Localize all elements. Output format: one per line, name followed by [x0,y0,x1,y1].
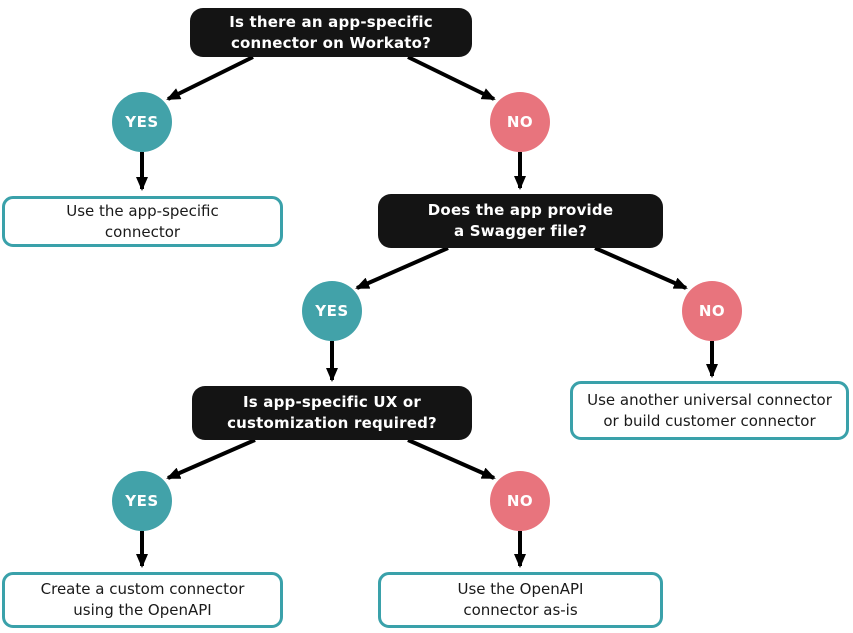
outcome-text-line: connector [104,222,181,241]
branch-yes-1: YES [112,92,172,152]
branch-label: NO [506,113,534,131]
decision-node-swagger-file: Does the app provide a Swagger file? [378,194,663,248]
branch-yes-2: YES [302,281,362,341]
branch-label: YES [125,492,159,510]
outcome-text-line: connector as-is [463,601,578,619]
arrow-q3-yes [166,438,256,480]
branch-label: NO [698,302,726,320]
branch-no-1: NO [490,92,550,152]
decision-text-line: a Swagger file? [453,222,588,240]
arrow-q2-no [594,246,688,290]
branch-label: NO [506,492,534,510]
branch-yes-3: YES [112,471,172,531]
decision-text-line: Is there an app-specific [229,12,433,31]
arrow-q1-yes [166,55,254,101]
decision-text-line: Does the app provide [427,201,614,219]
branch-label: YES [315,302,349,320]
outcome-text-line: Use the app-specific [66,201,219,220]
decision-text-line: Is app-specific UX or [242,393,422,411]
branch-no-3: NO [490,471,550,531]
decision-node-ux-customization: Is app-specific UX or customization requ… [192,386,472,440]
branch-label: YES [125,113,159,131]
outcome-text-line: or build customer connector [603,411,816,430]
outcome-text-line: Create a custom connector [40,580,245,598]
arrow-q1-no [407,55,496,101]
outcome-text-line: using the OpenAPI [73,601,212,619]
decision-node-app-specific-connector: Is there an app-specific connector on Wo… [190,8,472,57]
outcome-node-create-custom-connector: Create a custom connector using the Open… [2,572,283,628]
arrow-q3-no [407,438,496,480]
branch-no-2: NO [682,281,742,341]
outcome-node-universal-or-customer-connector: Use another universal connector or build… [570,381,849,440]
outcome-text-line: Use another universal connector [587,390,832,409]
decision-text-line: connector on Workato? [230,33,432,52]
arrow-q2-yes [355,246,449,290]
outcome-text-line: Use the OpenAPI [457,580,584,598]
outcome-node-use-app-specific-connector: Use the app-specific connector [2,196,283,247]
decision-text-line: customization required? [227,414,437,432]
outcome-node-use-openapi-as-is: Use the OpenAPI connector as-is [378,572,663,628]
